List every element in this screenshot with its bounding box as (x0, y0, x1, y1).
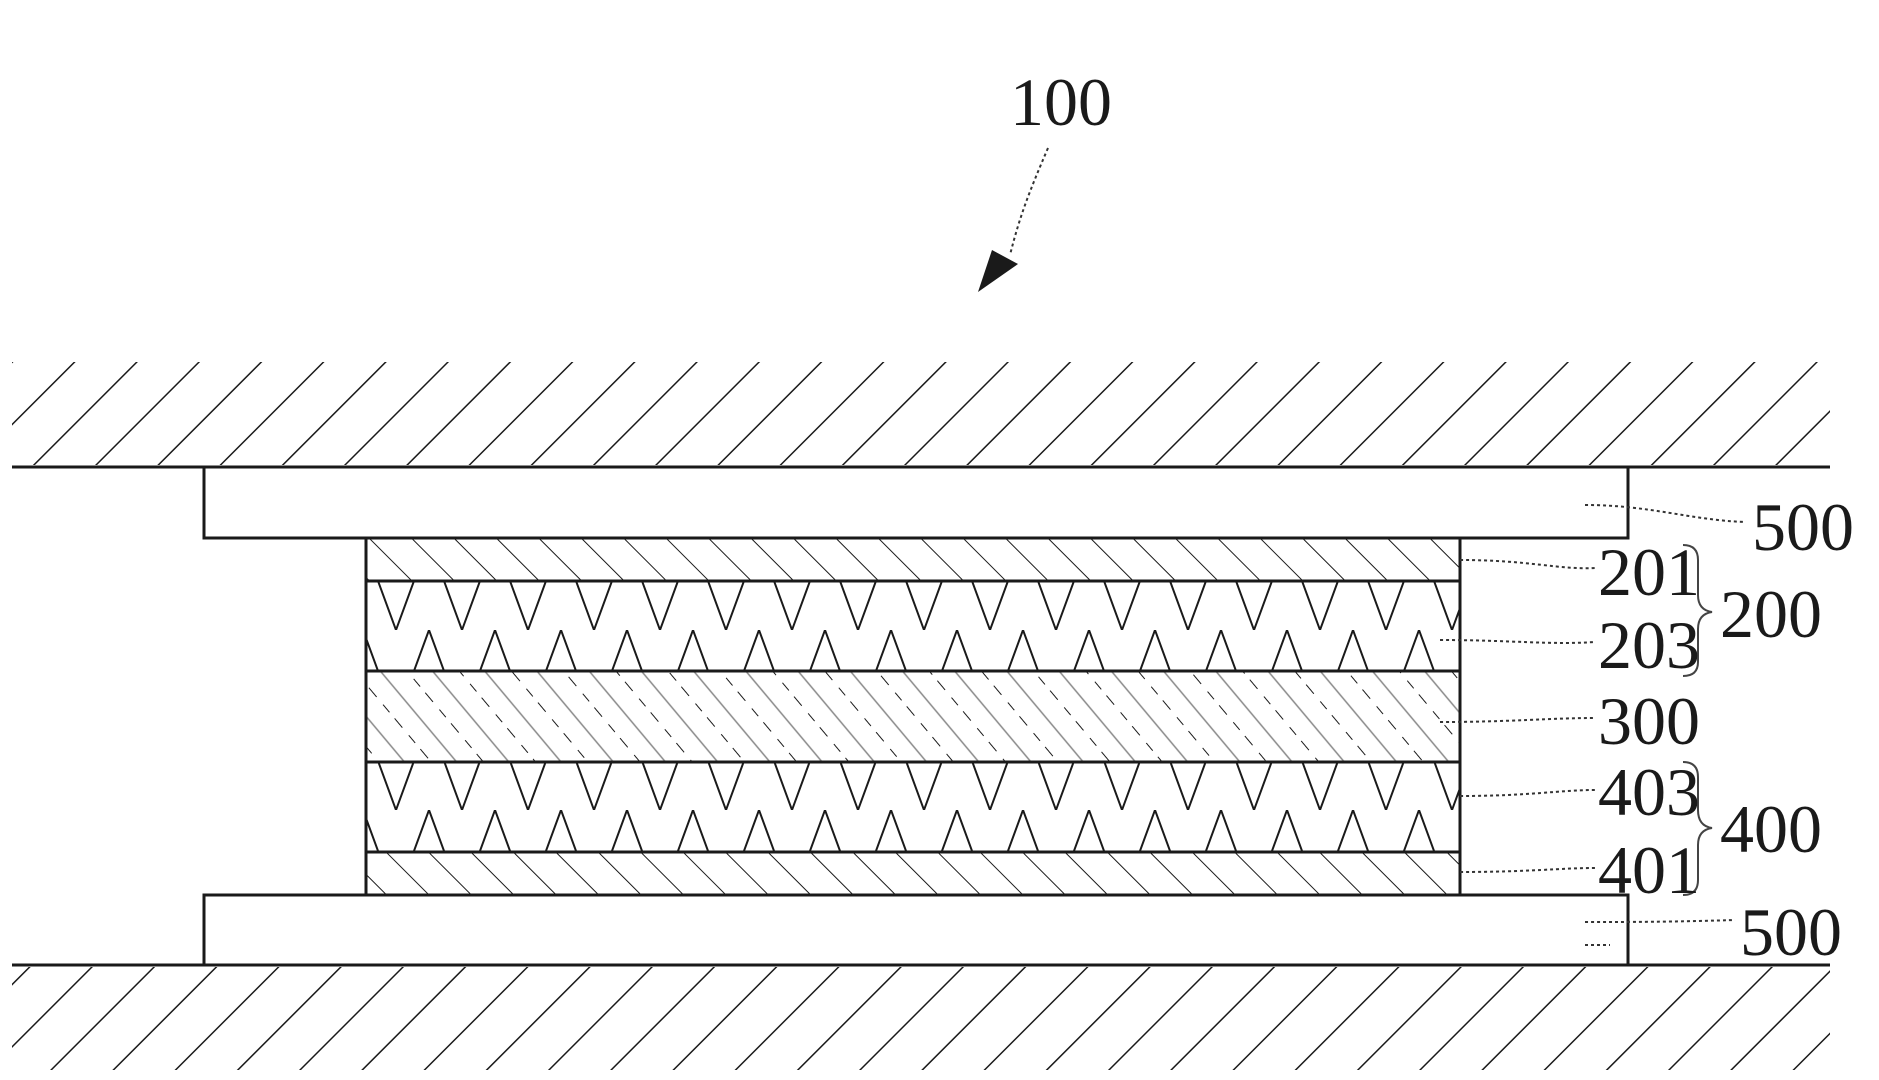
label-100: 100 (1010, 64, 1112, 140)
leader-401 (1460, 868, 1595, 872)
assembly-leader-line (1010, 148, 1048, 255)
label-203: 203 (1598, 607, 1700, 683)
layer-203 (366, 581, 1460, 671)
layer-201 (366, 538, 1460, 581)
label-401: 401 (1598, 832, 1700, 908)
bottom-substrate (12, 967, 1830, 1070)
bottom-plate-500 (204, 895, 1628, 965)
layer-300 (366, 671, 1460, 762)
label-200: 200 (1720, 576, 1822, 652)
label-300: 300 (1598, 683, 1700, 759)
label-500-top: 500 (1752, 489, 1854, 565)
top-substrate (12, 362, 1830, 465)
leader-300 (1440, 718, 1595, 722)
layer-403 (366, 762, 1460, 852)
label-500-bottom: 500 (1740, 894, 1842, 970)
layer-401 (366, 852, 1460, 895)
arrowhead-icon (978, 250, 1018, 292)
leader-403 (1460, 790, 1595, 796)
top-plate-500 (204, 467, 1628, 538)
label-201: 201 (1598, 534, 1700, 610)
label-403: 403 (1598, 754, 1700, 830)
leader-201 (1460, 560, 1595, 568)
label-400: 400 (1720, 791, 1822, 867)
leader-203 (1440, 640, 1595, 643)
